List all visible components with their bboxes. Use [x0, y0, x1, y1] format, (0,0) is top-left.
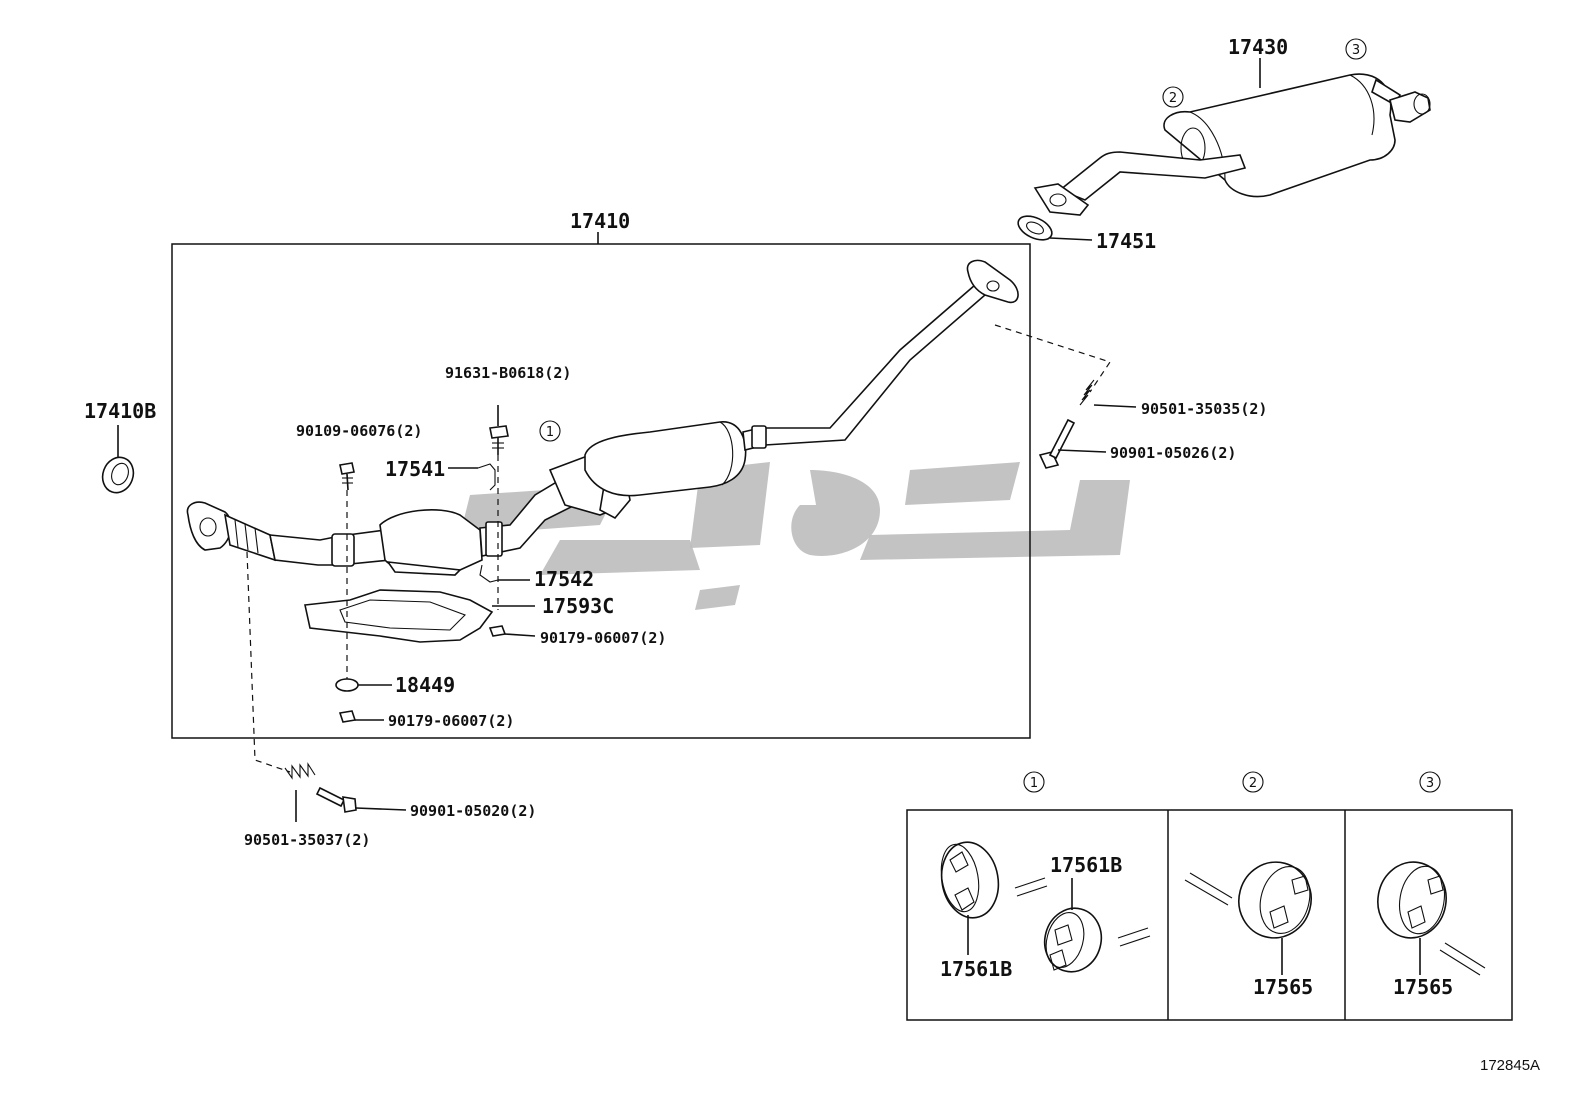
nut-90179-lower — [338, 710, 384, 723]
label-17410B: 17410B — [84, 399, 156, 423]
callout-1-main-text: 1 — [546, 425, 554, 440]
label-18449: 18449 — [395, 673, 455, 697]
label-17593C: 17593C — [542, 594, 614, 618]
nut-90179-upper — [488, 605, 536, 637]
bracket-17542 — [479, 564, 530, 583]
gasket-17410B — [101, 425, 135, 494]
diagram-reference: 172845A — [1480, 1057, 1540, 1074]
front-exhaust-pipe — [186, 259, 1019, 576]
rear-muffler — [1033, 58, 1431, 216]
callout-3-box: 3 — [1419, 771, 1441, 793]
callout-3-main: 3 — [1345, 38, 1367, 60]
hanger-17565-box2 — [1184, 861, 1312, 975]
bolt-90901-05026 — [1038, 418, 1107, 469]
label-17541: 17541 — [385, 457, 445, 481]
callout-1-box: 1 — [1023, 771, 1045, 793]
label-91631: 91631-B0618(2) — [445, 364, 571, 382]
hanger-17565-box3 — [1377, 861, 1486, 976]
hanger-17561B-right — [1043, 878, 1151, 973]
hanger-17561B-left — [940, 841, 1048, 955]
spring-90501-35037 — [246, 551, 316, 822]
detail-panel — [906, 809, 1513, 1021]
spring-90501-35035 — [994, 324, 1137, 408]
label-90501-35037: 90501-35037(2) — [244, 831, 370, 849]
gasket-17451 — [1017, 215, 1093, 241]
label-90501-35035: 90501-35035(2) — [1141, 400, 1267, 418]
callout-3-main-text: 3 — [1352, 43, 1360, 58]
grommet-18449 — [335, 678, 392, 692]
label-90901-05020: 90901-05020(2) — [410, 802, 536, 820]
bolt-90901-05020 — [315, 786, 407, 813]
callout-2-box-text: 2 — [1249, 776, 1257, 791]
label-90901-05026: 90901-05026(2) — [1110, 444, 1236, 462]
label-17542: 17542 — [534, 567, 594, 591]
callout-1-box-text: 1 — [1030, 776, 1038, 791]
bolt-90109 — [339, 462, 355, 685]
callout-2-main: 2 — [1162, 86, 1184, 108]
callout-1-main: 1 — [539, 420, 561, 442]
callout-2-box: 2 — [1242, 771, 1264, 793]
callout-3-box-text: 3 — [1426, 776, 1434, 791]
label-17561B-top: 17561B — [1050, 853, 1122, 877]
label-17565-box3: 17565 — [1393, 975, 1453, 999]
label-90179-upper: 90179-06007(2) — [540, 629, 666, 647]
bolt-91631 — [489, 405, 509, 610]
label-17565-box2: 17565 — [1253, 975, 1313, 999]
heat-insulator — [304, 589, 494, 643]
label-17451: 17451 — [1096, 229, 1156, 253]
label-17410: 17410 — [570, 209, 630, 233]
label-17430: 17430 — [1228, 35, 1288, 59]
assembly-frame — [171, 232, 1031, 739]
label-90109: 90109-06076(2) — [296, 422, 422, 440]
label-90179-lower: 90179-06007(2) — [388, 712, 514, 730]
label-17561B-bottom: 17561B — [940, 957, 1012, 981]
bracket-17541 — [448, 463, 496, 491]
callout-2-main-text: 2 — [1169, 91, 1177, 106]
